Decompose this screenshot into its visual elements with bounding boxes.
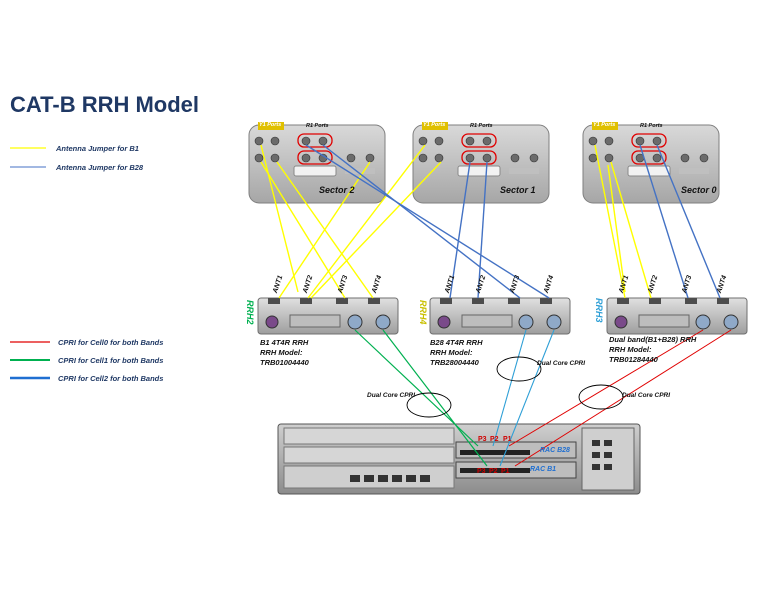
cpri-lines-cell2 <box>492 329 555 467</box>
sector1-r1-ports-label: R1 Ports <box>470 123 493 129</box>
rrh3-desc-line2: RRH Model: <box>609 345 652 354</box>
sector2-label: Sector 2 <box>319 185 355 195</box>
rrh-unit-rrh3 <box>606 297 748 335</box>
bbu-chassis <box>277 423 641 495</box>
bbu-rac-b28-label: RAC B28 <box>540 447 570 454</box>
legend-antenna-b1-label: Antenna Jumper for B1 <box>56 144 139 153</box>
antenna-box-sector1 <box>412 122 550 204</box>
bbu-top-port-p1: P1 <box>503 436 512 443</box>
sector0-y1-ports-label: Y1 Ports <box>593 122 616 128</box>
rrh4-desc-line2: RRH Model: <box>430 348 473 357</box>
sector2-y1-ports-label: Y1 Ports <box>259 122 282 128</box>
antenna-box-sector2 <box>248 122 386 204</box>
rrh2-desc-line1: B1 4T4R RRH <box>260 338 309 347</box>
bbu-rac-b1-label: RAC B1 <box>530 466 557 473</box>
bbu-bottom-port-p3: P3 <box>477 468 486 475</box>
sector1-label: Sector 1 <box>500 185 536 195</box>
rrh-unit-rrh4 <box>429 297 571 335</box>
bbu-top-port-p2: P2 <box>490 436 499 443</box>
dual-core-label-rrh4: Dual Core CPRI <box>537 360 586 367</box>
sector0-label: Sector 0 <box>681 185 717 195</box>
rrh4-desc-line3: TRB28004440 <box>430 358 479 367</box>
rrh2-desc-line3: TRB01004440 <box>260 358 309 367</box>
legend-cpri-cell0-label: CPRI for Cell0 for both Bands <box>58 338 164 347</box>
rrh2-desc-line2: RRH Model: <box>260 348 303 357</box>
sector1-y1-ports-label: Y1 Ports <box>423 122 446 128</box>
legend-cpri-cell2-label: CPRI for Cell2 for both Bands <box>58 374 164 383</box>
rrh2-description: B1 4T4R RRH RRH Model: TRB01004440 <box>260 338 309 368</box>
rrh4-description: B28 4T4R RRH RRH Model: TRB28004440 <box>430 338 483 368</box>
dual-core-ellipse-rrh3 <box>578 384 624 410</box>
dual-core-label-rrh2: Dual Core CPRI <box>367 392 416 399</box>
rrh3-name: RRH3 <box>594 298 604 323</box>
sector2-r1-ports-label: R1 Ports <box>306 123 329 129</box>
antenna-jumpers-b28 <box>305 144 721 299</box>
rrh4-desc-line1: B28 4T4R RRH <box>430 338 483 347</box>
sector0-r1-ports-label: R1 Ports <box>640 123 663 129</box>
bbu-bottom-port-p2: P2 <box>489 468 498 475</box>
bbu-bottom-port-p1: P1 <box>501 468 510 475</box>
dual-core-ellipse-rrh4 <box>496 356 542 382</box>
rrh3-description: Dual band(B1+B28) RRH RRH Model: TRB0128… <box>609 335 696 365</box>
page-title: CAT-B RRH Model <box>10 92 200 117</box>
rrh-unit-rrh2 <box>257 297 399 335</box>
antenna-jumpers-b1 <box>260 144 652 299</box>
rrh3-desc-line3: TRB01284440 <box>609 355 658 364</box>
rrh4-name: RRH4 <box>418 300 428 325</box>
rrh3-desc-line1: Dual band(B1+B28) RRH <box>609 335 697 344</box>
dual-core-ellipse-rrh2 <box>406 392 452 418</box>
bbu-top-port-p3: P3 <box>478 436 487 443</box>
cpri-lines-cell1 <box>354 329 488 467</box>
dual-core-label-rrh3: Dual Core CPRI <box>622 392 671 399</box>
legend-antenna-b28-label: Antenna Jumper for B28 <box>56 163 144 172</box>
legend-cpri-cell1-label: CPRI for Cell1 for both Bands <box>58 356 164 365</box>
rrh2-name: RRH2 <box>245 300 255 325</box>
